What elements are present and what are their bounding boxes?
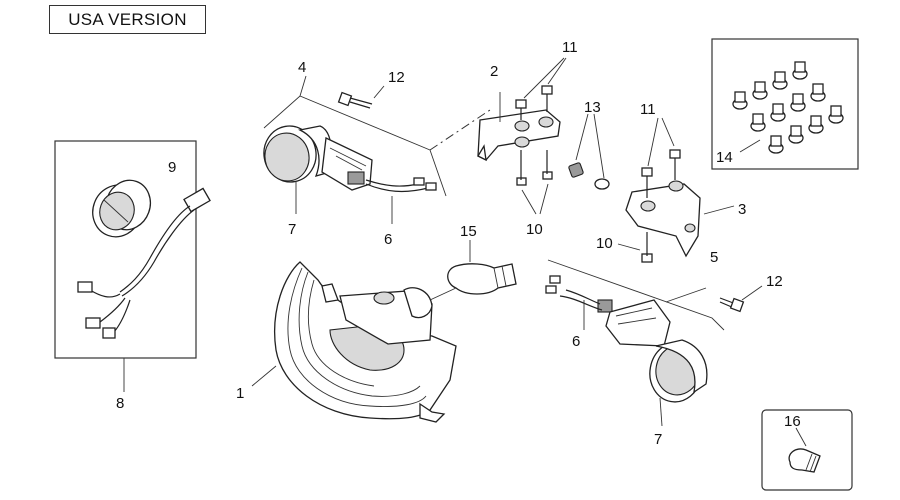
callout-10-left: 10 [526,221,543,238]
small-headlamp-part-9[interactable] [86,174,158,244]
screw-part-10-bracket-3[interactable] [641,232,653,263]
callout-5: 5 [710,249,718,266]
callout-1: 1 [236,385,244,402]
screws-part-11-bracket-2[interactable] [515,85,553,120]
callout-10-right: 10 [596,235,613,252]
callout-11-right: 11 [640,101,656,118]
version-label: USA VERSION [49,5,206,34]
callout-3: 3 [738,201,746,218]
callout-4: 4 [298,59,306,76]
callout-8: 8 [116,395,124,412]
screws-part-11-bracket-3[interactable] [641,149,681,198]
bulb-part-15[interactable] [429,263,517,301]
callout-9: 9 [168,159,176,176]
callout-2: 2 [490,63,498,80]
left-turn-signal-part-7[interactable] [260,122,437,193]
nuts-part-13[interactable] [568,162,610,190]
small-bulb-part-16[interactable] [788,448,821,473]
detail-box-small-bulb [761,409,853,491]
right-turn-signal-part-7[interactable] [545,275,708,406]
bracket-part-3[interactable] [625,180,701,258]
callout-13: 13 [584,99,601,116]
callout-7-left: 7 [288,221,296,238]
callout-11-left: 11 [562,39,578,56]
bulb-set-part-14[interactable] [732,61,844,154]
detail-box-bulb-set [711,38,859,170]
wiring-harness[interactable] [77,187,211,339]
screw-part-12-right[interactable] [719,297,745,313]
signal-bracket-line-5 [547,259,725,331]
callout-6-right: 6 [572,333,580,350]
screws-part-10-bracket-2[interactable] [516,150,553,186]
detail-box-headlight-kit [54,140,197,359]
bracket-part-2[interactable] [477,92,561,162]
callout-6-left: 6 [384,231,392,248]
callout-7-right: 7 [654,431,662,448]
screw-part-12-left[interactable] [337,91,373,109]
assembly-centerline [429,109,491,151]
callout-16: 16 [784,413,801,430]
headlight-assembly-part-1[interactable] [274,261,457,423]
callout-12-left: 12 [388,69,405,86]
callout-12-right: 12 [766,273,783,290]
callout-14: 14 [716,149,733,166]
callout-15: 15 [460,223,477,240]
